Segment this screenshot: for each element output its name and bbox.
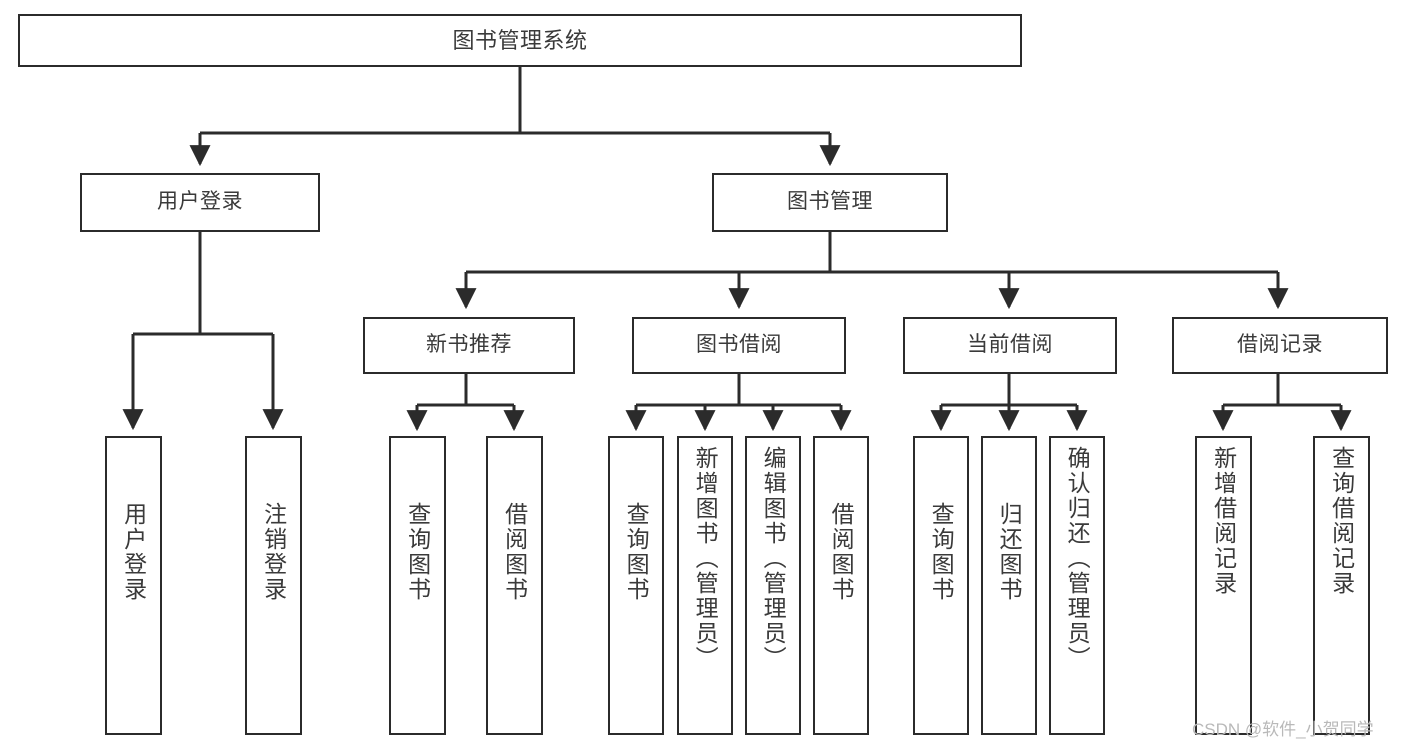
- node-label: 用户登录: [120, 502, 147, 602]
- leaf-return-book[interactable]: 归还图书: [981, 436, 1037, 735]
- node-label: 注销登录: [260, 502, 287, 602]
- node-label: 图书借阅: [696, 333, 782, 357]
- leaf-query-borrow-record[interactable]: 查询借阅记录: [1313, 436, 1370, 735]
- node-label: 当前借阅: [967, 333, 1053, 357]
- watermark-text: CSDN @软件_小贺同学: [1192, 720, 1374, 739]
- node-label: 借阅图书: [501, 502, 528, 602]
- node-label: 借阅记录: [1237, 333, 1323, 357]
- leaf-edit-book-admin[interactable]: 编辑图书（管理员）: [745, 436, 801, 735]
- leaf-query-book-new[interactable]: 查询图书: [389, 436, 446, 735]
- leaf-user-logout[interactable]: 注销登录: [245, 436, 302, 735]
- node-new-book-recommend[interactable]: 新书推荐: [363, 317, 575, 374]
- node-book-management[interactable]: 图书管理: [712, 173, 948, 232]
- leaf-borrow-book[interactable]: 借阅图书: [813, 436, 869, 735]
- node-label: 查询图书: [404, 502, 431, 602]
- leaf-user-login[interactable]: 用户登录: [105, 436, 162, 735]
- node-borrow-records[interactable]: 借阅记录: [1172, 317, 1388, 374]
- node-label: 查询借阅记录: [1328, 446, 1355, 596]
- node-label: 新增借阅记录: [1210, 446, 1237, 596]
- leaf-borrow-book-new[interactable]: 借阅图书: [486, 436, 543, 735]
- leaf-confirm-return-admin[interactable]: 确认归还（管理员）: [1049, 436, 1105, 735]
- node-user-login[interactable]: 用户登录: [80, 173, 320, 232]
- leaf-query-book-current[interactable]: 查询图书: [913, 436, 969, 735]
- node-label: 新书推荐: [426, 333, 512, 357]
- node-label: 查询图书: [623, 502, 650, 602]
- node-label: 确认归还（管理员）: [1064, 446, 1091, 671]
- node-label: 归还图书: [996, 502, 1023, 602]
- node-label: 用户登录: [157, 190, 243, 214]
- node-book-borrow[interactable]: 图书借阅: [632, 317, 846, 374]
- node-label: 图书管理: [787, 190, 873, 214]
- node-root-system[interactable]: 图书管理系统: [18, 14, 1022, 67]
- leaf-add-book-admin[interactable]: 新增图书（管理员）: [677, 436, 733, 735]
- node-label: 图书管理系统: [452, 27, 588, 53]
- node-current-borrow[interactable]: 当前借阅: [903, 317, 1117, 374]
- node-label: 新增图书（管理员）: [692, 446, 719, 671]
- node-label: 查询图书: [928, 502, 955, 602]
- leaf-add-borrow-record[interactable]: 新增借阅记录: [1195, 436, 1252, 735]
- leaf-query-book-borrow[interactable]: 查询图书: [608, 436, 664, 735]
- node-label: 借阅图书: [828, 502, 855, 602]
- node-label: 编辑图书（管理员）: [760, 446, 787, 671]
